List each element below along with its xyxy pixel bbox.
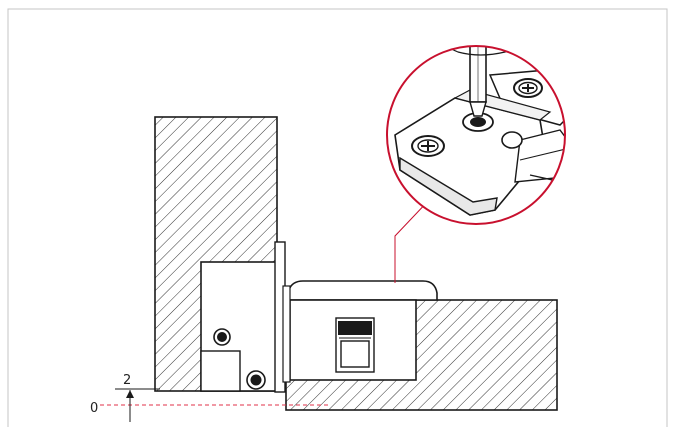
drawing-frame [7, 8, 668, 427]
dimension-annotation: 2 0 [90, 373, 330, 422]
mounting-plate [200, 241, 286, 393]
phillips-screw-icon [513, 78, 543, 98]
dimension-value-2: 2 [123, 373, 131, 388]
screwdriver-icon [469, 46, 487, 117]
dimension-value-0: 0 [90, 401, 98, 416]
detail-leader-line [394, 197, 432, 283]
hinge-cup [282, 280, 438, 383]
phillips-screw-icon [411, 135, 445, 157]
detail-magnifier [386, 45, 566, 225]
